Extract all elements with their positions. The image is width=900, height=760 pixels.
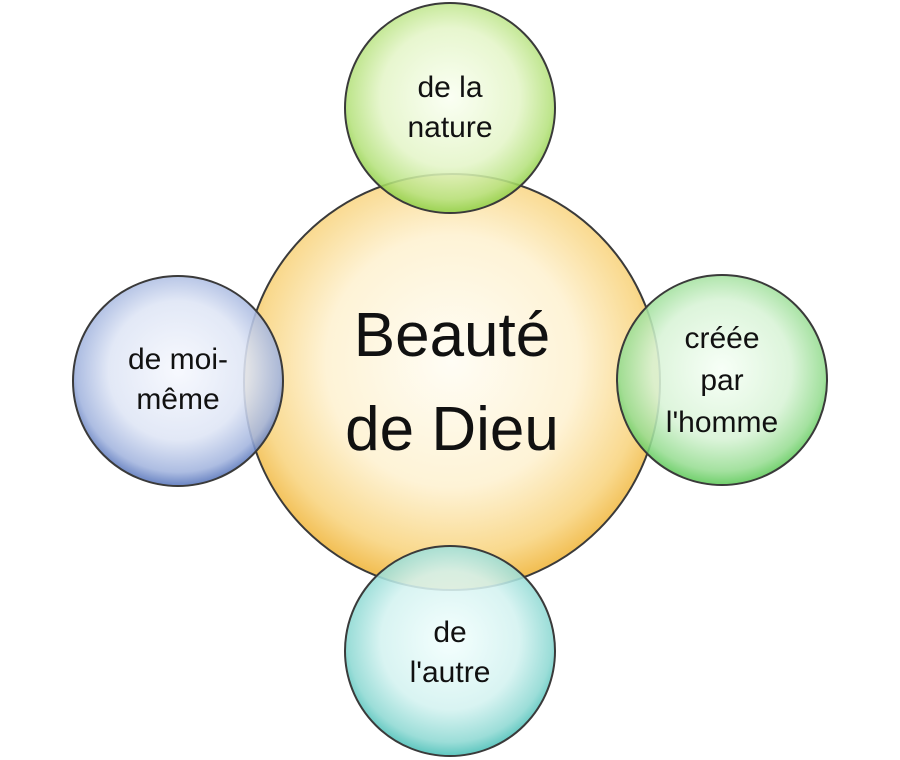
top-label-line-2: nature	[407, 111, 492, 144]
center-circle: Beauté de Dieu	[243, 173, 661, 591]
top-label-line-1: de la	[417, 71, 482, 104]
bottom-circle: de l'autre	[344, 545, 556, 757]
bottom-label-line-1: de	[433, 616, 466, 649]
center-label-line-1: Beauté	[354, 301, 551, 370]
right-label-line-1: créée	[684, 322, 759, 355]
right-circle: créée par l'homme	[616, 274, 828, 486]
left-circle: de moi- même	[72, 275, 284, 487]
bottom-label-line-2: l'autre	[410, 656, 491, 689]
right-label-line-2: par	[700, 364, 743, 397]
right-label-line-3: l'homme	[666, 406, 778, 439]
left-label-line-2: même	[136, 383, 219, 416]
left-label-line-1: de moi-	[128, 343, 228, 376]
top-circle: de la nature	[344, 2, 556, 214]
center-label-line-2: de Dieu	[345, 395, 559, 464]
